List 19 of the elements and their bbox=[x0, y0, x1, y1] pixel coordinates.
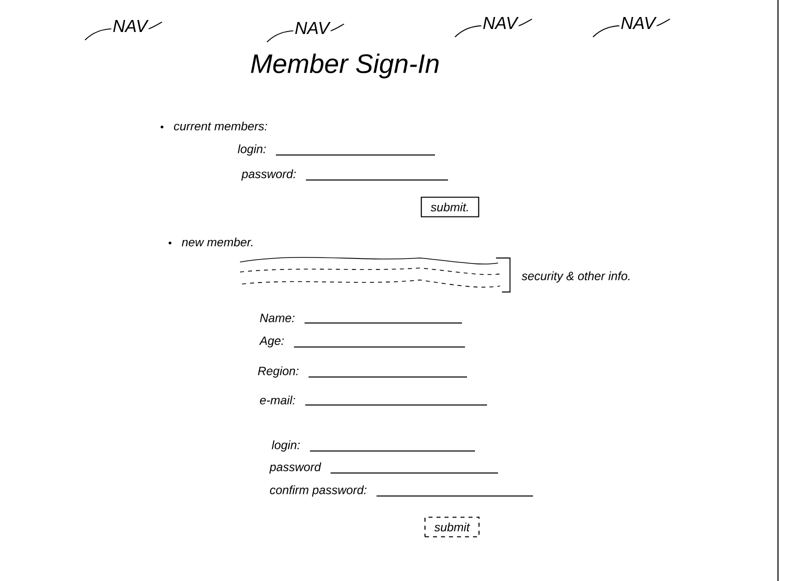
field-label: password: bbox=[241, 169, 296, 181]
nav-link: NAV bbox=[266, 20, 344, 42]
field-label: confirm password: bbox=[270, 485, 366, 497]
field-label: password bbox=[269, 462, 322, 474]
nav-link: NAV bbox=[592, 16, 670, 38]
submit-button: submit. bbox=[420, 196, 480, 218]
page-title: Member Sign-In bbox=[250, 54, 439, 78]
field-label: login: bbox=[272, 440, 300, 452]
field-label: Name: bbox=[260, 314, 294, 322]
note-text: current members: bbox=[174, 122, 268, 130]
nav-link: NAV bbox=[84, 18, 162, 40]
submit-button: submit bbox=[424, 516, 480, 538]
field-label: login: bbox=[238, 144, 266, 156]
field-label: e-mail: bbox=[260, 396, 296, 404]
note-text: new member. bbox=[182, 238, 252, 246]
nav-link: NAV bbox=[454, 16, 532, 38]
note-text: security & other info. bbox=[522, 271, 630, 283]
field-label: Region: bbox=[258, 366, 298, 378]
field-label: Age: bbox=[259, 336, 284, 348]
